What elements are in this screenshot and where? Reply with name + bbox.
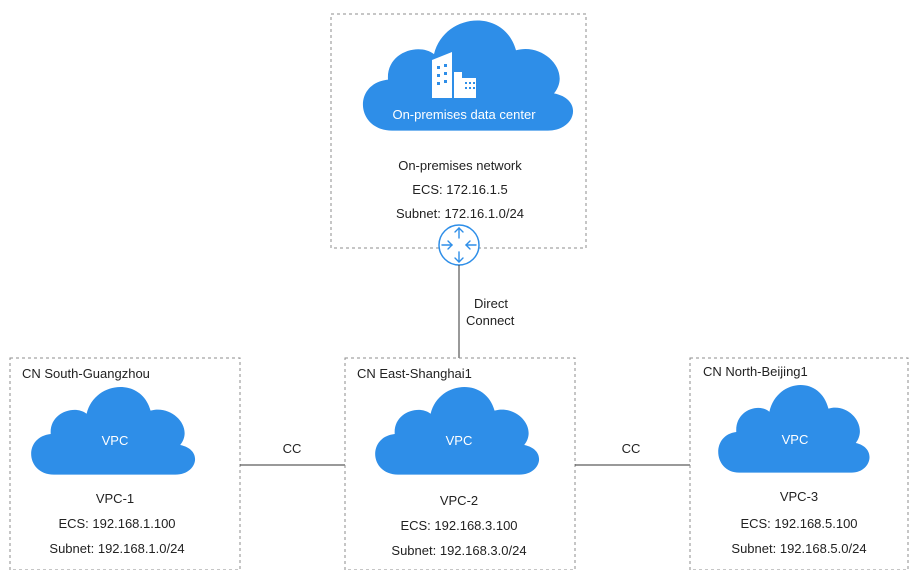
onprem-subnet: Subnet: 172.16.1.0/24 xyxy=(396,206,524,221)
vpc-cloud-3 xyxy=(718,384,870,473)
vpc-cloud-label-1: VPC xyxy=(102,433,129,448)
direct-connect-label-2: Connect xyxy=(466,313,515,328)
onprem-cloud-label: On-premises data center xyxy=(392,107,536,122)
vpc-ecs-3: ECS: 192.168.5.100 xyxy=(740,516,857,531)
router-icon xyxy=(438,224,480,266)
region-box-beijing xyxy=(689,357,909,570)
vpc-ecs-2: ECS: 192.168.3.100 xyxy=(400,518,517,533)
direct-connect-label-1: Direct xyxy=(474,296,508,311)
region-box-guangzhou xyxy=(9,357,241,570)
cc-label-right: CC xyxy=(622,441,641,456)
vpc-name-1: VPC-1 xyxy=(96,491,134,506)
vpc-cloud-2 xyxy=(375,386,540,475)
region-name-beijing: CN North-Beijing1 xyxy=(703,364,808,379)
vpc-subnet-2: Subnet: 192.168.3.0/24 xyxy=(391,543,526,558)
cc-label-left: CC xyxy=(283,441,302,456)
vpc-ecs-1: ECS: 192.168.1.100 xyxy=(58,516,175,531)
onprem-title: On-premises network xyxy=(398,158,522,173)
vpc-name-3: VPC-3 xyxy=(780,489,818,504)
vpc-cloud-label-3: VPC xyxy=(782,432,809,447)
region-name-guangzhou: CN South-Guangzhou xyxy=(22,366,150,381)
onprem-ecs: ECS: 172.16.1.5 xyxy=(412,182,507,197)
vpc-name-2: VPC-2 xyxy=(440,493,478,508)
onprem-network-box xyxy=(330,13,587,249)
region-box-shanghai xyxy=(344,357,576,570)
vpc-subnet-1: Subnet: 192.168.1.0/24 xyxy=(49,541,184,556)
region-name-shanghai: CN East-Shanghai1 xyxy=(357,366,472,381)
vpc-cloud-label-2: VPC xyxy=(446,433,473,448)
vpc-subnet-3: Subnet: 192.168.5.0/24 xyxy=(731,541,866,556)
building-icon xyxy=(432,52,476,98)
vpc-cloud-1 xyxy=(31,386,196,475)
